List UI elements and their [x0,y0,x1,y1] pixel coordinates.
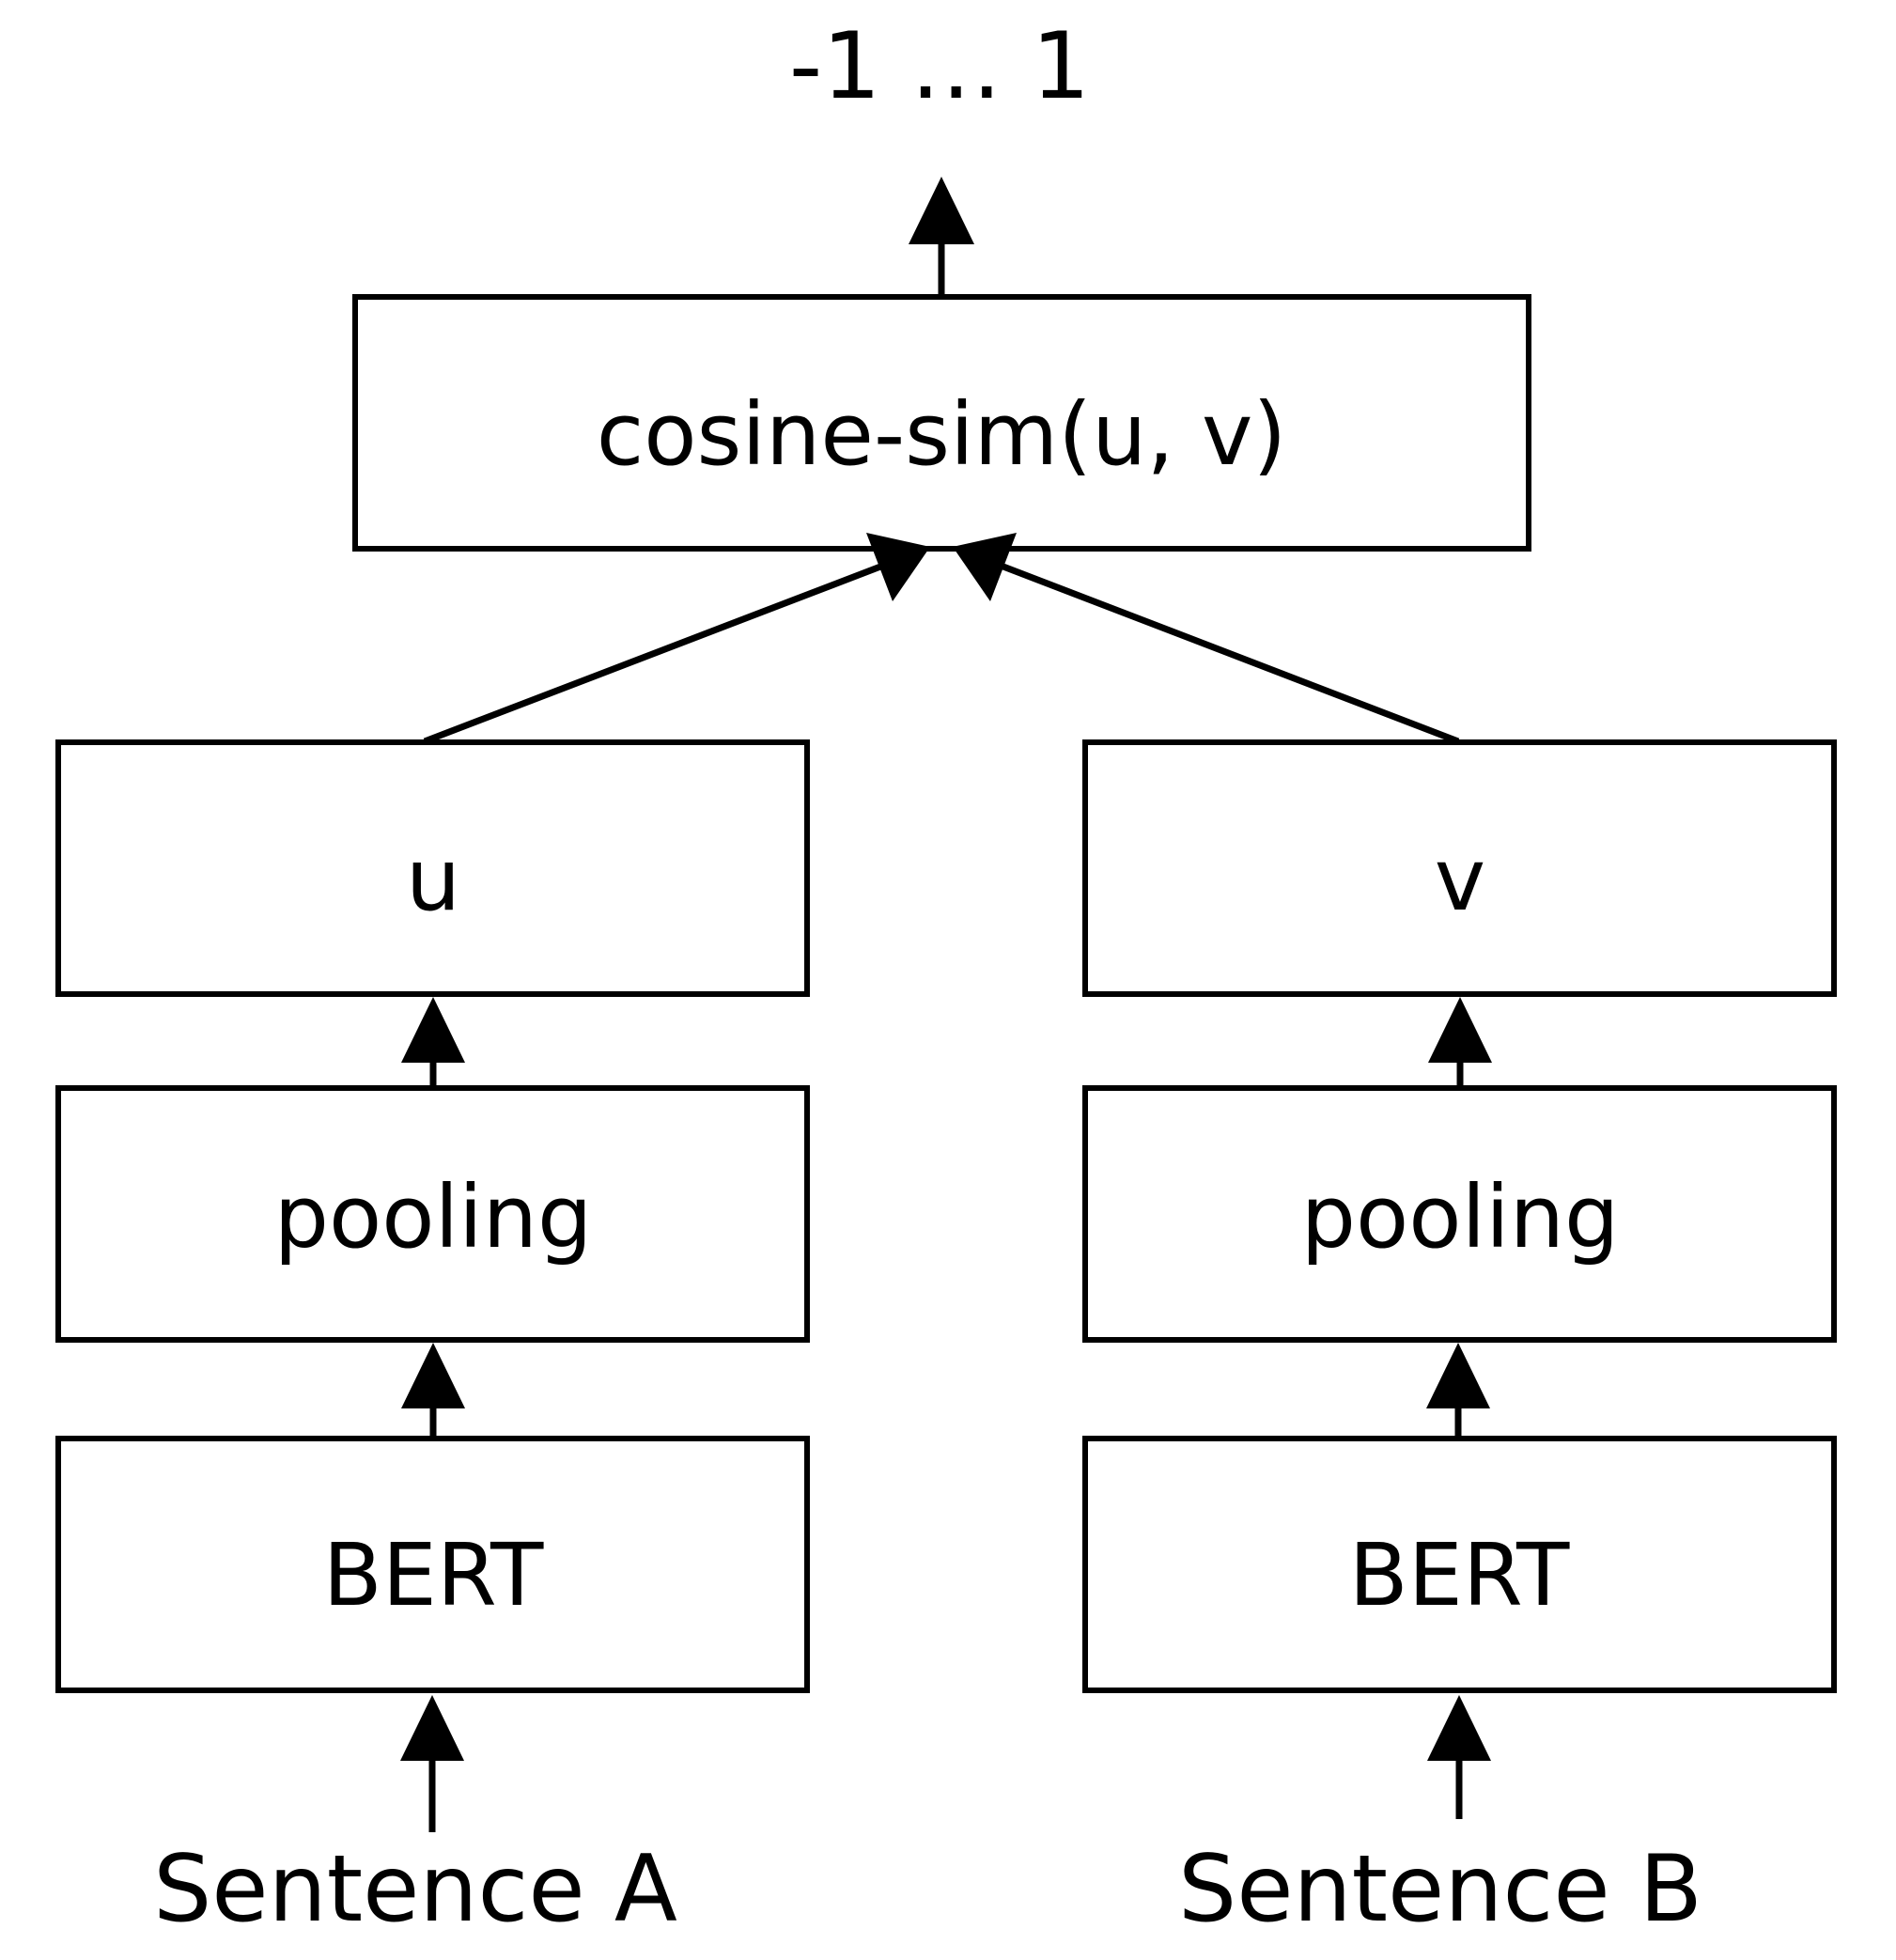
pooling-box-right: pooling [1082,1085,1837,1343]
vector-u-label: u [406,830,460,930]
arrow-pooling-to-v-right [1428,997,1492,1088]
vector-v-label: v [1435,830,1485,930]
sentence-a-label: Sentence A [153,1836,677,1943]
arrow-pooling-to-u-left [401,997,465,1088]
cosine-similarity-label: cosine-sim(u, v) [597,384,1287,485]
arrow-bert-to-pooling-left [401,1343,465,1438]
vector-v-box: v [1082,739,1837,997]
arrow-input-to-bert-left [400,1695,464,1832]
cosine-similarity-box: cosine-sim(u, v) [352,294,1531,552]
arrow-bert-to-pooling-right [1426,1343,1490,1438]
sentence-b-label: Sentence B [1178,1836,1702,1943]
arrow-input-to-bert-right [1427,1695,1491,1819]
bert-encoder-box-right: BERT [1082,1436,1837,1693]
arrow-u-to-similarity [423,533,930,745]
arrow-similarity-to-output [909,177,974,295]
pooling-box-left: pooling [55,1085,810,1343]
vector-u-box: u [55,739,810,997]
bert-label-right: BERT [1349,1525,1570,1626]
output-range-label: -1 … 1 [789,13,1090,120]
arrow-v-to-similarity [953,533,1460,745]
bert-encoder-box-left: BERT [55,1436,810,1693]
bert-label-left: BERT [323,1525,544,1626]
pooling-label-left: pooling [274,1167,593,1268]
pooling-label-right: pooling [1301,1167,1620,1268]
